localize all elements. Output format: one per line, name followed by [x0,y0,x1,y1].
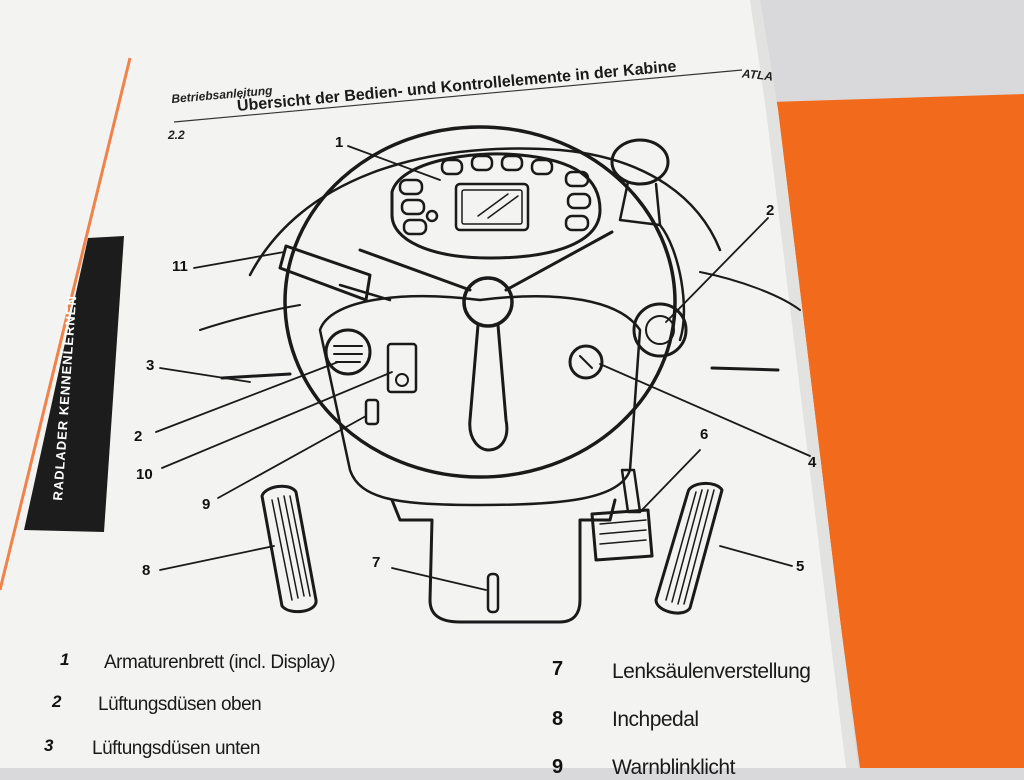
steering-knob [610,138,670,186]
callout-7: 7 [372,554,381,571]
legend-text: Lüftungsdüsen oben [98,694,262,715]
page-sheet [0,0,858,768]
steering-wheel [283,125,677,479]
callout-2-right: 2 [766,202,775,219]
vent-upper-left [324,328,372,376]
legend-text: Lüftungsdüsen unten [92,738,261,759]
vent-upper-right [632,302,688,358]
callout-6: 6 [700,426,709,443]
inch-pedal [260,484,318,614]
legend-text: Lenksäulenverstellung [612,660,811,683]
callout-4: 4 [808,454,817,471]
steering-column [318,295,642,507]
callout-5: 5 [796,558,805,575]
instrument-cluster [390,152,602,260]
vent-lower-left [220,372,292,380]
accelerator-pedal [654,482,724,615]
section-number: 2.2 [168,128,185,142]
legend-num: 8 [552,708,564,730]
steering-hub [462,276,514,328]
ignition-switch [568,344,604,380]
callout-1: 1 [335,134,344,151]
callout-9: 9 [202,496,211,513]
legend-num: 2 [52,692,62,711]
side-tab [24,236,124,532]
callout-10: 10 [136,466,153,483]
header-rule [173,69,743,123]
callout-3: 3 [146,357,155,374]
vent-lower-right [710,366,780,372]
orange-divider [770,94,1024,768]
margin-line [0,57,132,591]
legend-num: 3 [44,736,54,755]
legend-text: Warnblinklicht [612,756,735,779]
column-lever [486,572,500,614]
callout-2-left: 2 [134,428,143,445]
callout-8: 8 [142,562,151,579]
hazard-switch [386,342,418,394]
legend-text: Inchpedal [612,708,699,731]
column-stalk [278,244,372,302]
column-base [390,498,617,624]
legend-num: 1 [60,650,70,669]
dashboard-arc [248,147,722,277]
brake-pedal [590,468,654,562]
legend-text: Armaturenbrett (incl. Display) [104,652,336,673]
callout-11: 11 [172,258,188,275]
legend-num: 7 [552,658,564,680]
small-switch [364,398,380,426]
display-screen [454,182,530,232]
leader-lines [155,145,811,591]
cluster-buttons [398,154,592,236]
legend-num: 9 [552,756,564,778]
